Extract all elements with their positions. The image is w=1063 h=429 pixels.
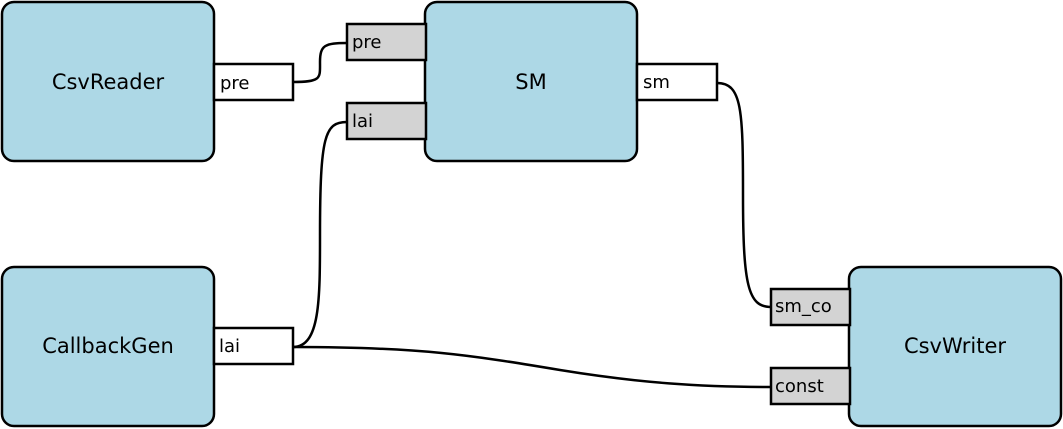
port-csvwriter-in-sm-co-label: sm_co — [775, 296, 832, 317]
port-csvwriter-in-const-box — [769, 366, 852, 406]
port-sm-in-pre[interactable]: pre — [345, 22, 428, 62]
node-sm[interactable]: SM — [423, 0, 639, 163]
port-csvwriter-in-const[interactable]: const — [769, 366, 852, 406]
port-sm-out-sm-box — [635, 62, 719, 102]
node-csvreader[interactable]: CsvReader — [0, 0, 216, 163]
port-sm-out-sm-label: sm — [643, 72, 670, 93]
node-csvwriter-label: CsvWriter — [904, 334, 1006, 358]
port-csvwriter-in-sm-co[interactable]: sm_co — [769, 287, 852, 327]
port-csvreader-out-pre-box — [212, 62, 295, 102]
port-callbackgen-out-lai-box — [212, 326, 295, 366]
port-callbackgen-out-lai-label: lai — [219, 336, 240, 357]
port-sm-out-sm[interactable]: sm — [635, 62, 719, 102]
port-sm-in-lai-box — [345, 101, 428, 141]
edge-callbackgen-lai-to-sm-lai — [292, 120, 348, 349]
port-csvwriter-in-const-label: const — [775, 376, 824, 397]
port-csvreader-out-pre-label: pre — [220, 73, 250, 94]
edge-sm-sm-to-csvwriter-sm-co — [716, 81, 772, 309]
node-csvwriter[interactable]: CsvWriter — [847, 265, 1063, 428]
port-callbackgen-out-lai[interactable]: lai — [212, 326, 295, 366]
port-sm-in-lai-label: lai — [352, 111, 373, 132]
node-callbackgen[interactable]: CallbackGen — [0, 265, 216, 428]
node-csvreader-label: CsvReader — [52, 70, 165, 94]
port-csvreader-out-pre[interactable]: pre — [212, 62, 295, 102]
port-sm-in-pre-label: pre — [352, 32, 382, 53]
edge-csvreader-pre-to-sm-pre — [292, 41, 348, 84]
node-sm-label: SM — [515, 70, 546, 94]
node-csvwriter-box — [847, 265, 1063, 428]
port-csvwriter-in-sm-co-box — [769, 287, 852, 327]
port-sm-in-lai[interactable]: lai — [345, 101, 428, 141]
edge-callbackgen-lai-to-csvwriter-const — [292, 345, 772, 389]
node-callbackgen-label: CallbackGen — [42, 334, 174, 358]
port-sm-in-pre-box — [345, 22, 428, 62]
